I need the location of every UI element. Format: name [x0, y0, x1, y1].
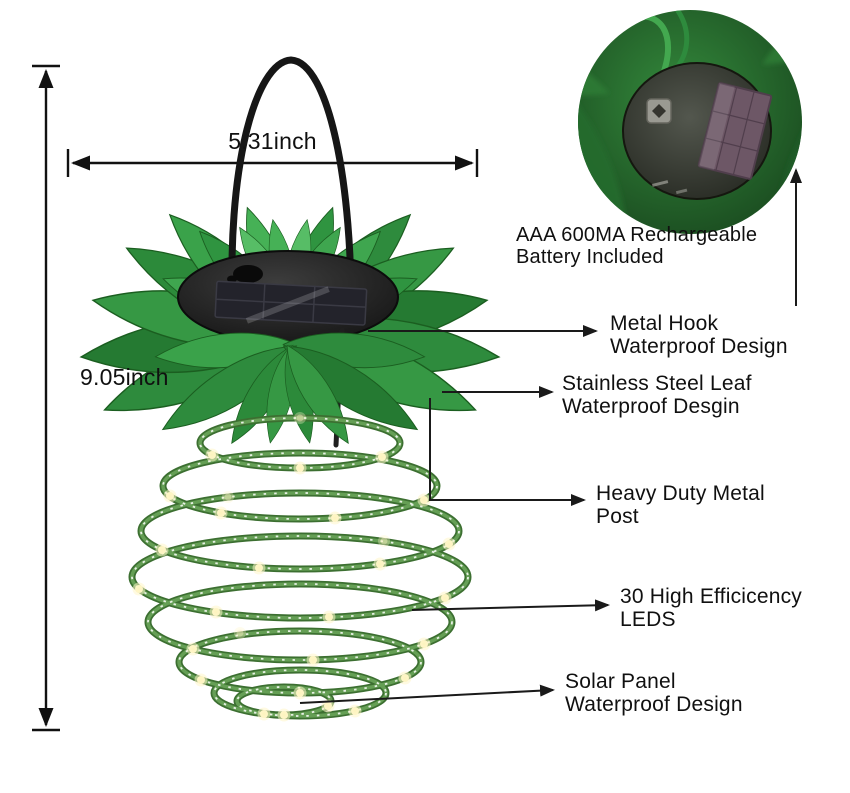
callout-steel-leaf-line2: Waterproof Desgin: [562, 395, 740, 418]
mount-nut: [646, 98, 672, 124]
led-lights: [132, 412, 456, 722]
callout-steel-leaf: Stainless Steel Leaf Waterproof Desgin: [562, 372, 752, 418]
solar-callout-arrow: [299, 684, 555, 704]
callout-metal-hook-line2: Waterproof Design: [610, 335, 788, 358]
battery-caption-line1: AAA 600MA Rechargeable: [516, 224, 758, 246]
leds-callout-arrow: [411, 599, 610, 612]
metal-hook-handle: [228, 56, 355, 326]
callout-leds-line2: LEDS: [620, 608, 676, 631]
callout-lines: [299, 168, 802, 704]
battery-caption-line2: Battery Included: [516, 246, 664, 268]
callout-metal-hook: Metal Hook Waterproof Design: [610, 312, 788, 358]
callout-solar-panel-line2: Waterproof Design: [565, 693, 743, 716]
callout-metal-post: Heavy Duty Metal Post: [596, 482, 765, 528]
callout-metal-post-line1: Heavy Duty Metal: [596, 482, 765, 505]
callout-solar-panel: Solar Panel Waterproof Design: [565, 670, 743, 716]
battery-inset: [578, 10, 802, 234]
callout-leds-line1: 30 High Efficicency: [620, 585, 803, 608]
battery-caption: AAA 600MA Rechargeable Battery Included: [516, 224, 757, 268]
post-callout-arrow: [429, 398, 586, 506]
solar-panel-closeup: [697, 82, 773, 180]
height-measure: [32, 64, 60, 732]
callout-steel-leaf-line1: Stainless Steel Leaf: [562, 372, 752, 395]
width-measurement-label: 5.31inch: [228, 128, 317, 154]
callout-metal-hook-line1: Metal Hook: [610, 312, 719, 335]
solar-top-disc: [177, 250, 399, 344]
callout-solar-panel-line1: Solar Panel: [565, 670, 676, 693]
callout-leds: 30 High Efficicency LEDS: [620, 585, 802, 631]
height-measurement-label: 9.05inch: [80, 364, 169, 390]
callout-metal-post-line2: Post: [596, 505, 639, 528]
solar-panel-cells: [214, 280, 368, 326]
switch-knob: [233, 265, 263, 283]
